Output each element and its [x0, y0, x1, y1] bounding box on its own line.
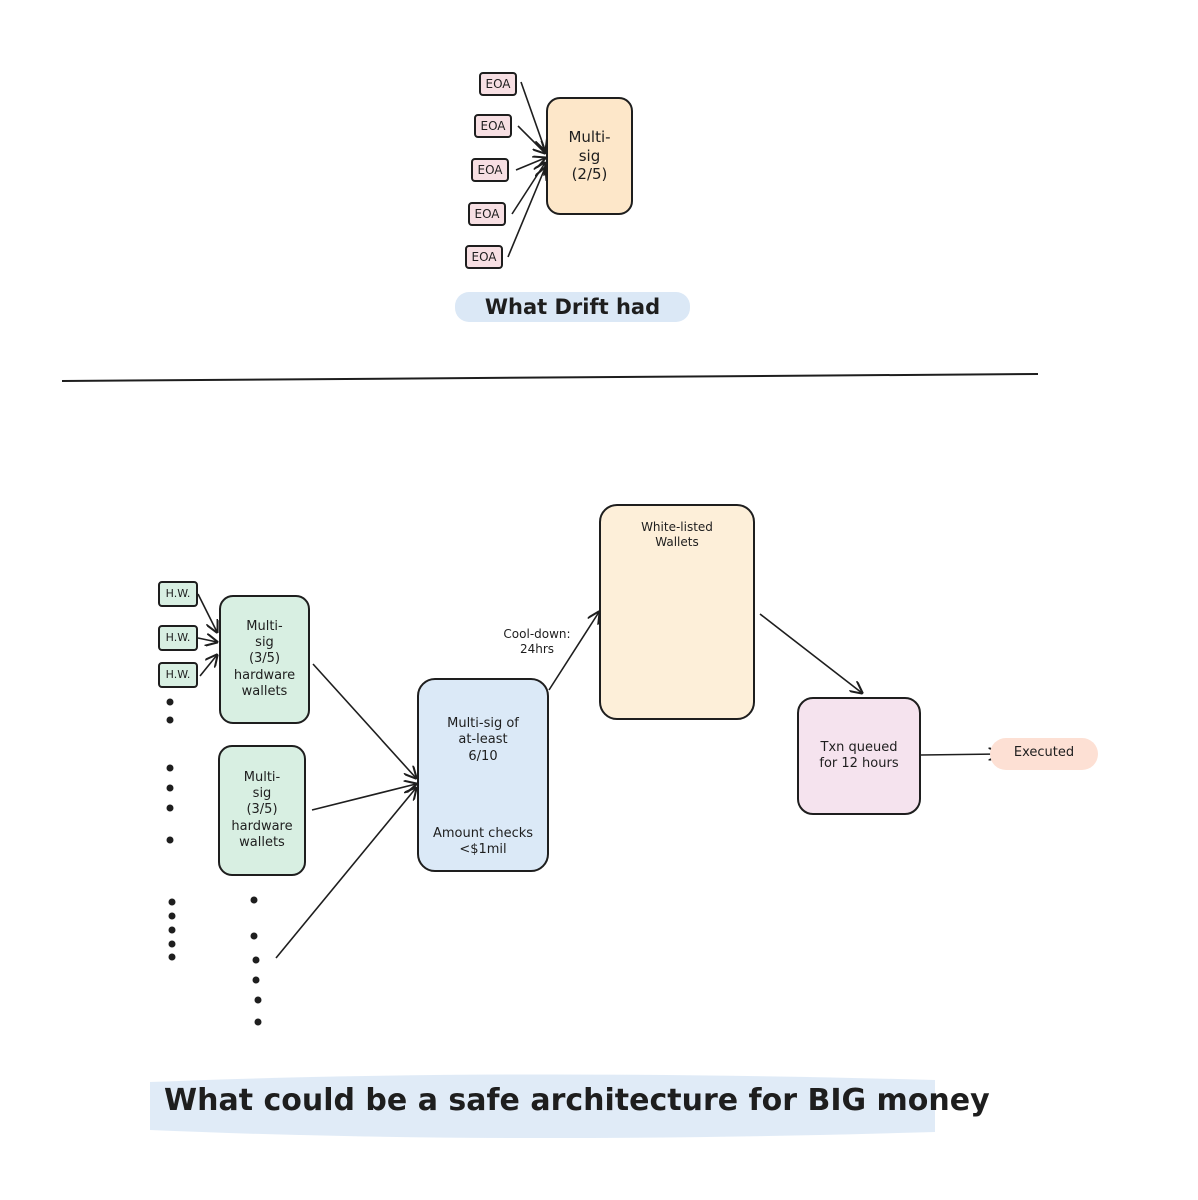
eoa-box-1: EOA [479, 72, 517, 96]
top-multisig-box: Multi- sig (2/5) [546, 97, 633, 215]
amount-checks-label: Amount checks <$1mil [432, 825, 534, 857]
txn-queue-box: Txn queued for 12 hours [797, 697, 921, 815]
eoa-box-4: EOA [468, 202, 506, 226]
continuation-dots [166, 698, 262, 1026]
top-caption: What Drift had [484, 295, 661, 319]
top-arrows [507, 81, 545, 258]
hw-box-2: H.W. [158, 625, 198, 651]
top-caption-highlight [455, 292, 690, 322]
hw-box-1: H.W. [158, 581, 198, 607]
executed-label: Executed [1013, 745, 1075, 760]
bottom-arrows [197, 593, 1000, 959]
main-multisig-label: Multi-sig of at-least 6/10 [447, 716, 519, 764]
whitelist-title: White-listed Wallets [641, 520, 713, 549]
multisig-group-b-box: Multi- sig (3/5) hardware wallets [218, 745, 306, 876]
bottom-caption: What could be a safe architecture for BI… [164, 1083, 990, 1118]
executed-highlight [990, 738, 1098, 770]
multisig-group-a-box: Multi- sig (3/5) hardware wallets [219, 595, 310, 724]
whitelist-box: White-listed Wallets [599, 504, 755, 720]
eoa-box-2: EOA [474, 114, 512, 138]
cooldown-label: Cool-down: 24hrs [503, 627, 571, 656]
main-multisig-box: Multi-sig of at-least 6/10 Amount checks… [417, 678, 549, 872]
bottom-caption-highlight [150, 1074, 935, 1139]
eoa-box-5: EOA [465, 245, 503, 269]
section-divider [61, 373, 1039, 382]
eoa-box-3: EOA [471, 158, 509, 182]
hw-box-3: H.W. [158, 662, 198, 688]
